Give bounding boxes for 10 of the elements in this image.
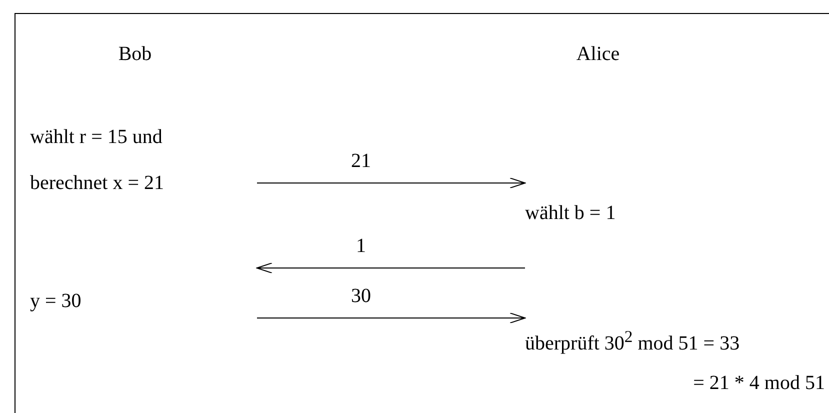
protocol-step-text: wählt b = 1	[525, 201, 617, 226]
edge-label: 21	[351, 150, 371, 173]
protocol-step-text: wählt r = 15 und berechnet x = 21	[30, 125, 166, 196]
edge-label: 30	[351, 285, 371, 308]
protocol-step-text: überprüft 30$^{2}$ mod 51 = 33	[525, 326, 741, 356]
party-name: Bob	[118, 43, 152, 66]
edge-label: 1	[356, 235, 366, 258]
party-name: Alice	[576, 43, 620, 66]
protocol-step-text: y = 30	[30, 289, 82, 314]
protocol-step-text: = 21 * 4 mod 51	[693, 372, 825, 395]
